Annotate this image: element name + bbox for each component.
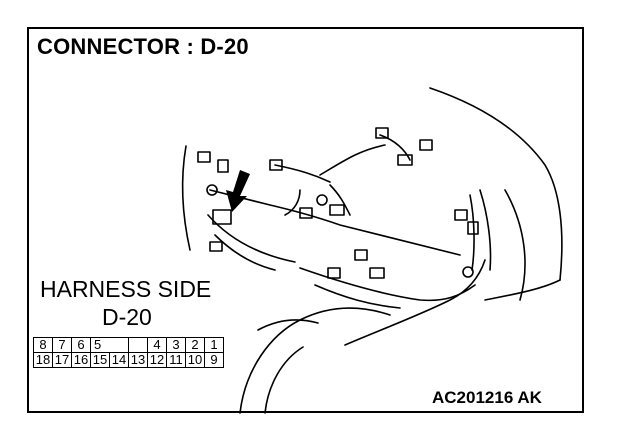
- harness-trunk: [319, 144, 386, 176]
- pin-cell: 7: [52, 337, 72, 353]
- harness-trunk: [479, 189, 492, 271]
- pin-cell: 10: [185, 352, 205, 368]
- connector: [197, 151, 211, 163]
- ground-terminal: [316, 194, 328, 206]
- ground-terminal: [462, 266, 474, 278]
- fender-arch: [264, 346, 304, 414]
- pin-cell: 16: [71, 352, 91, 368]
- body-panel-line: [429, 87, 563, 281]
- harness-trunk: [209, 189, 461, 256]
- harness-connector-id: D-20: [102, 304, 152, 330]
- pin-cell: 6: [71, 337, 91, 353]
- pin-row-top: 8 7 6 5 4 3 2 1: [33, 337, 224, 353]
- harness-trunk: [207, 214, 296, 263]
- pin-cell: 4: [147, 337, 167, 353]
- body-panel-line: [484, 279, 561, 301]
- body-panel-line: [181, 145, 191, 251]
- pin-cell: 15: [90, 352, 110, 368]
- pin-row-bottom: 18 17 16 15 14 13 12 11 10 9: [33, 352, 224, 368]
- body-panel-line: [257, 319, 319, 331]
- harness-trunk: [469, 194, 475, 271]
- connector: [269, 159, 283, 171]
- pin-cell: 17: [52, 352, 72, 368]
- pin-cell-empty: [128, 337, 148, 353]
- figure-code: AC201216 AK: [432, 388, 542, 407]
- connector: [329, 204, 345, 216]
- pin-cell: 5: [90, 337, 129, 353]
- connector: [354, 249, 368, 261]
- pin-cell: 18: [33, 352, 53, 368]
- harness-trunk: [379, 134, 411, 161]
- harness-trunk: [274, 164, 331, 183]
- connector: [454, 209, 468, 221]
- connector: [209, 241, 223, 252]
- body-panel-line: [504, 189, 526, 301]
- connector: [467, 221, 479, 235]
- harness-trunk: [314, 284, 401, 309]
- pin-cell: 12: [147, 352, 167, 368]
- arrow-down-icon: [226, 170, 250, 212]
- connector: [369, 267, 385, 279]
- pin-cell: 1: [204, 337, 224, 353]
- pin-cell: 11: [166, 352, 186, 368]
- pin-cell: 9: [204, 352, 224, 368]
- harness-trunk: [344, 259, 486, 346]
- connector: [299, 207, 313, 219]
- pin-cell: 3: [166, 337, 186, 353]
- pin-cell: 8: [33, 337, 53, 353]
- connector: [327, 267, 341, 279]
- harness-trunk: [299, 267, 476, 302]
- pin-cell: 13: [128, 352, 148, 368]
- pin-cell: 14: [109, 352, 129, 368]
- connector: [419, 139, 433, 151]
- connector-pin-layout: 8 7 6 5 4 3 2 1 18 17 16 15 14 13 12 11 …: [33, 337, 224, 368]
- harness-trunk: [329, 184, 351, 216]
- pin-cell: 2: [185, 337, 205, 353]
- diagram-title: CONNECTOR : D-20: [37, 34, 249, 59]
- harness-trunk: [214, 234, 276, 271]
- harness-side-label: HARNESS SIDE: [40, 276, 212, 302]
- connector: [375, 127, 389, 139]
- connector: [397, 154, 413, 166]
- connector: [217, 159, 229, 173]
- fender-arch: [239, 307, 391, 414]
- harness-trunk: [284, 189, 301, 216]
- connector-d20: [212, 209, 232, 225]
- ground-terminal: [206, 184, 218, 196]
